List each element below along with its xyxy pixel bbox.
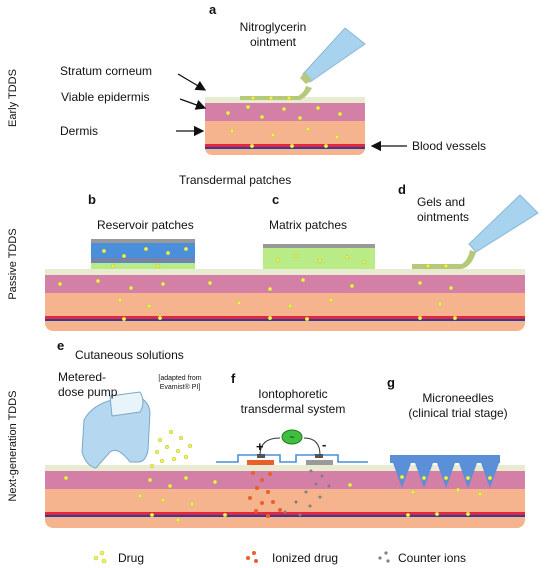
- callout-arrows-a: [176, 73, 407, 152]
- gels-line2: ointments: [417, 210, 470, 224]
- blood-vessels-label: Blood vessels: [412, 139, 487, 153]
- adapted-line1: [adapted from: [158, 375, 202, 382]
- label-b: b: [88, 192, 96, 207]
- label-a: a: [209, 2, 217, 17]
- drugs-passive: [57, 246, 458, 322]
- ionto-minus: -: [322, 437, 327, 452]
- side-title-passive: Passive TDDS: [7, 228, 19, 300]
- label-c: c: [272, 192, 280, 207]
- tube-d: [468, 194, 539, 253]
- microneedles: [390, 455, 500, 488]
- gels-line1: Gels and: [417, 195, 466, 209]
- matrix-patches-label: Matrix patches: [269, 218, 348, 232]
- reservoir-patches-label: Reservoir patches: [97, 218, 194, 232]
- transdermal-patches-title: Transdermal patches: [179, 173, 292, 187]
- nextgen-extra-drugs: [63, 475, 353, 518]
- needle-drugs: [399, 474, 493, 518]
- iontophoretic-device: ~: [216, 429, 368, 465]
- ionized-drugs: [248, 471, 282, 518]
- counter-ions: [283, 469, 331, 517]
- metered-dose-pump: [81, 391, 151, 469]
- label-g: g: [387, 375, 395, 390]
- nextgen-skin: [45, 465, 525, 528]
- adapted-line2: Evamist® PI]: [159, 384, 201, 391]
- side-title-next: Next-generation TDDS: [7, 390, 19, 502]
- micro-line1: Microneedles: [422, 391, 494, 405]
- label-f: f: [231, 371, 236, 386]
- ionto-plus: +: [256, 439, 264, 454]
- label-d: d: [398, 182, 406, 197]
- dermis-label: Dermis: [60, 124, 98, 138]
- micro-line2: (clinical trial stage): [408, 406, 508, 420]
- tube-a: [300, 27, 366, 84]
- legend-ionized-drug: Ionized drug: [272, 551, 339, 565]
- cutaneous-solutions-label: Cutaneous solutions: [75, 348, 184, 362]
- matrix-patch: [263, 244, 375, 269]
- stratum-corneum-label: Stratum corneum: [60, 64, 153, 78]
- viable-epidermis-label: Viable epidermis: [61, 90, 150, 104]
- ionto-line1: Iontophoretic: [258, 387, 328, 401]
- legend-counter-ions: Counter ions: [398, 551, 467, 565]
- legend: [93, 550, 390, 564]
- legend-drug: Drug: [118, 551, 145, 565]
- ointment-layer-a: [240, 86, 312, 100]
- spray-drugs: [137, 429, 195, 523]
- ionto-line2: transdermal system: [240, 402, 346, 416]
- side-title-early: Early TDDS: [7, 69, 19, 127]
- nitroglycerin-line2: ointment: [249, 35, 297, 49]
- label-e: e: [57, 338, 65, 353]
- drugs-a: [225, 95, 343, 149]
- passive-skin: [45, 269, 525, 331]
- metered-line1: Metered-: [58, 370, 107, 384]
- reservoir-patch: [91, 239, 195, 269]
- panel-a-skin: [205, 97, 365, 155]
- metered-line2: dose pump: [58, 385, 118, 399]
- svg-text:~: ~: [289, 432, 294, 442]
- nitroglycerin-line1: Nitroglycerin: [239, 20, 307, 34]
